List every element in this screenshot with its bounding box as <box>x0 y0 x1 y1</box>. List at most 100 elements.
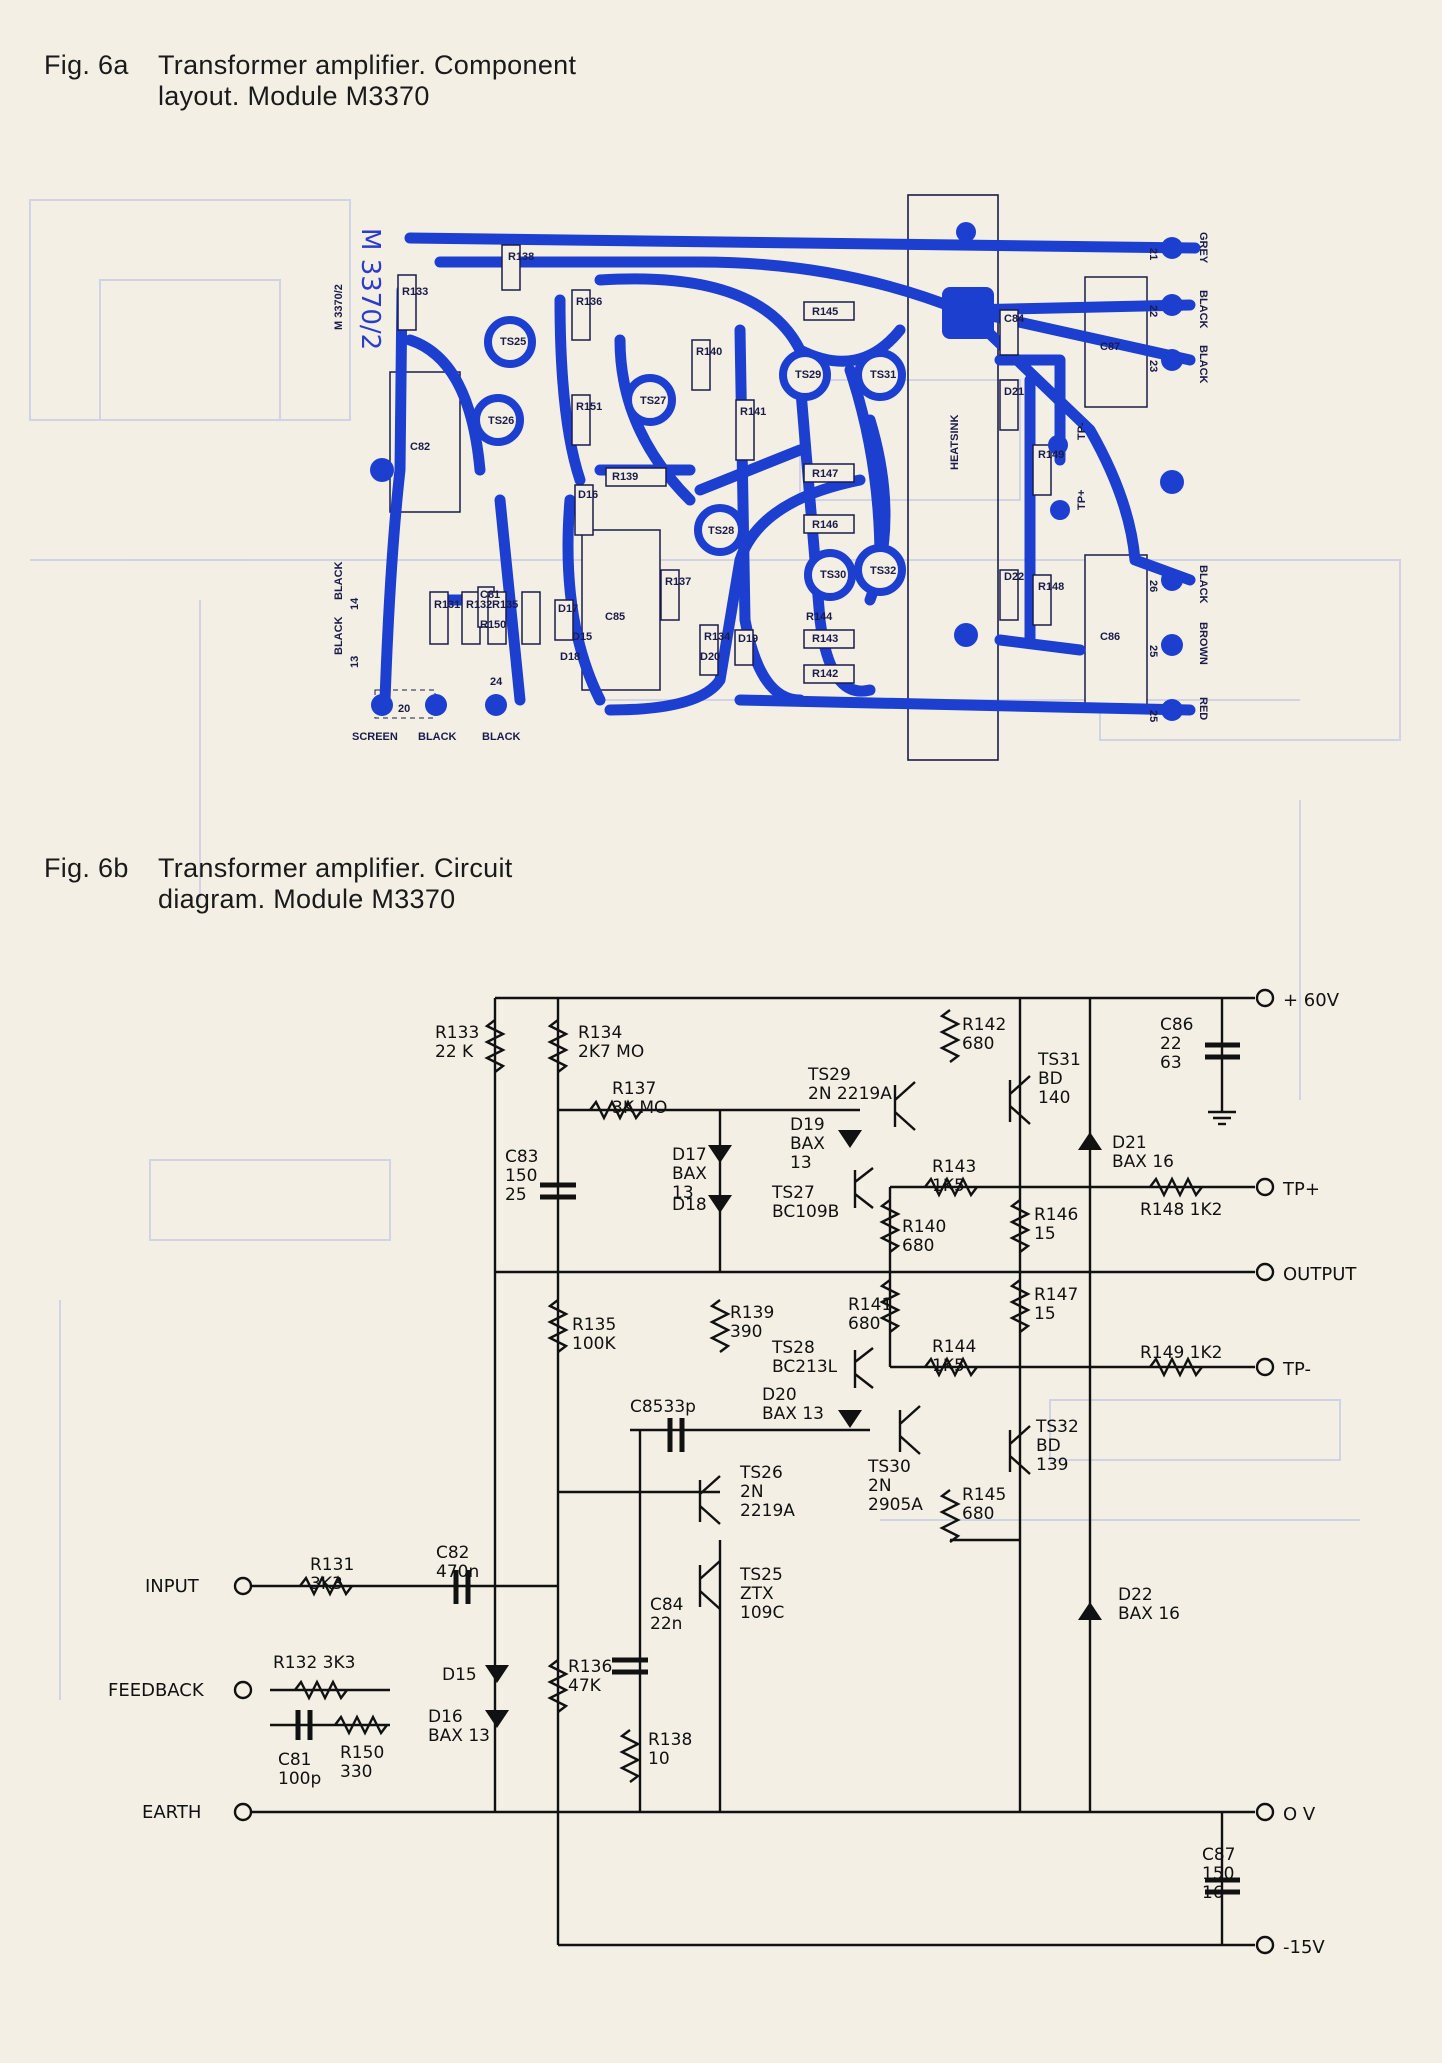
ts26-symbol <box>698 1475 721 1525</box>
pcb-ref-r143: R143 <box>812 633 838 645</box>
label-d16-0: D16 <box>428 1707 463 1727</box>
transistors <box>472 316 906 601</box>
c86-outline <box>1084 554 1148 706</box>
label-r139-0: R139 <box>730 1303 774 1323</box>
handwritten-module-label: M 3370/2 <box>355 228 385 350</box>
r149-body <box>1032 444 1052 496</box>
ts31-pcb <box>854 349 906 401</box>
label-r133-1: 22 K <box>435 1042 474 1062</box>
label-r138-1: 10 <box>648 1749 670 1769</box>
pcb-ref-ts28: TS28 <box>708 525 734 537</box>
board-label: M 3370/2 <box>333 284 345 330</box>
label-r134-1: 2K7 MO <box>578 1042 644 1062</box>
pcb-ref-r147: R147 <box>812 468 838 480</box>
pad-screen-wire: SCREEN <box>352 731 398 743</box>
label-r141-0: R141 <box>848 1295 892 1315</box>
d15-symbol <box>485 1665 509 1683</box>
r134-symbol <box>547 1019 569 1073</box>
terminal-output <box>1255 1262 1275 1282</box>
label-ts27-0: TS27 <box>771 1183 815 1203</box>
pad-26-id: 26 <box>1147 580 1159 592</box>
pcb-ref-d22: D22 <box>1004 571 1024 583</box>
label-r145-1: 680 <box>962 1504 994 1524</box>
fig6a-number: Fig. 6a <box>44 50 129 80</box>
bottom-pads: SCREEN BLACK BLACK 20 24 <box>352 676 521 743</box>
pcb-ref-ts25: TS25 <box>500 336 526 348</box>
label-c86-0: C86 <box>1160 1015 1194 1035</box>
c85-outline <box>581 529 661 691</box>
label-r141-1: 680 <box>848 1314 880 1334</box>
label-d16-1: BAX 13 <box>428 1726 490 1746</box>
label-minus15: -15V <box>1283 1937 1325 1958</box>
pcb-ref-c81: C81 <box>480 589 500 601</box>
label-d22-0: D22 <box>1118 1585 1153 1605</box>
terminal-minus15 <box>1255 1935 1275 1955</box>
pcb-ref-ts31: TS31 <box>870 369 896 381</box>
pad-13-wire: BLACK <box>333 616 345 655</box>
label-output: OUTPUT <box>1283 1264 1357 1285</box>
pad-26 <box>1161 569 1183 591</box>
label-d17-1: BAX <box>672 1164 707 1184</box>
label-ts28-0: TS28 <box>771 1338 815 1358</box>
label-ts30-1: 2N <box>868 1476 892 1496</box>
label-r144-1: 1K5 <box>932 1356 965 1376</box>
mount-hole-bottom <box>954 623 978 647</box>
r149-symbol <box>1149 1356 1203 1378</box>
pad-22-wire: BLACK <box>1197 290 1209 329</box>
pad-black-a-wire: BLACK <box>418 731 457 743</box>
right-edge-pads: GREY BLACK BLACK BLACK BROWN RED 21 22 2… <box>1147 232 1209 722</box>
terminal-tp-minus <box>1255 1357 1275 1377</box>
label-c85-0: C8533p <box>630 1397 696 1417</box>
d22-symbol <box>1078 1602 1102 1620</box>
fig6a-title-line2: layout. Module M3370 <box>158 81 430 111</box>
label-input: INPUT <box>145 1576 200 1597</box>
pcb-ref-d17: D17 <box>558 603 578 615</box>
label-d19-1: BAX <box>790 1134 825 1154</box>
pad-14-id: 14 <box>349 597 361 610</box>
r140-symbol <box>879 1199 901 1253</box>
label-c87-0: C87 <box>1202 1845 1236 1865</box>
terminals <box>233 988 1275 1955</box>
pcb-ref-r145: R145 <box>812 306 838 318</box>
label-ts29-1: 2N 2219A <box>808 1084 892 1104</box>
pad-14-wire: BLACK <box>333 561 345 600</box>
label-r133-0: R133 <box>435 1023 479 1043</box>
terminal-input <box>233 1576 253 1596</box>
r145-body <box>803 301 855 321</box>
label-d20-0: D20 <box>762 1385 797 1405</box>
ts30-pcb <box>804 549 856 601</box>
pad-23-wire: BLACK <box>1197 345 1209 384</box>
pcb-ref-c86: C86 <box>1100 631 1120 643</box>
ground-icon <box>1208 1080 1236 1126</box>
label-d18-0: D18 <box>672 1195 707 1215</box>
r137-symbol <box>589 1099 643 1121</box>
pad-23-id: 23 <box>1147 360 1159 372</box>
pcb-ref-r148: R148 <box>1038 581 1064 593</box>
label-r134-0: R134 <box>578 1023 622 1043</box>
pcb-ref-c84: C84 <box>1004 313 1025 325</box>
r148-symbol <box>1149 1176 1203 1198</box>
pcb-ref-c87: C87 <box>1100 341 1120 353</box>
r139-symbol <box>709 1299 731 1353</box>
label-r147-1: 15 <box>1034 1304 1056 1324</box>
label-plus60: + 60V <box>1283 990 1340 1011</box>
r142-symbol <box>939 1009 961 1063</box>
r131-symbol <box>299 1575 353 1597</box>
label-r139-1: 390 <box>730 1322 762 1342</box>
label-c83-1: 150 <box>505 1166 537 1186</box>
r143-body <box>803 629 855 649</box>
label-r143-1: 1K5 <box>932 1176 965 1196</box>
label-r150-1: 330 <box>340 1762 372 1782</box>
label-r150-0: R150 <box>340 1743 384 1763</box>
label-c82-0: C82 <box>436 1543 470 1563</box>
pad-25-red-wire: RED <box>1197 697 1209 720</box>
d18-symbol <box>708 1195 732 1213</box>
mount-hole-top <box>956 222 976 242</box>
label-c84-0: C84 <box>650 1595 684 1615</box>
pad-screen-id: 20 <box>398 703 410 715</box>
heatsink-outline <box>907 194 999 761</box>
label-c83-0: C83 <box>505 1147 539 1167</box>
pad-25-brown-id: 25 <box>1147 645 1159 657</box>
r145-symbol <box>939 1489 961 1543</box>
